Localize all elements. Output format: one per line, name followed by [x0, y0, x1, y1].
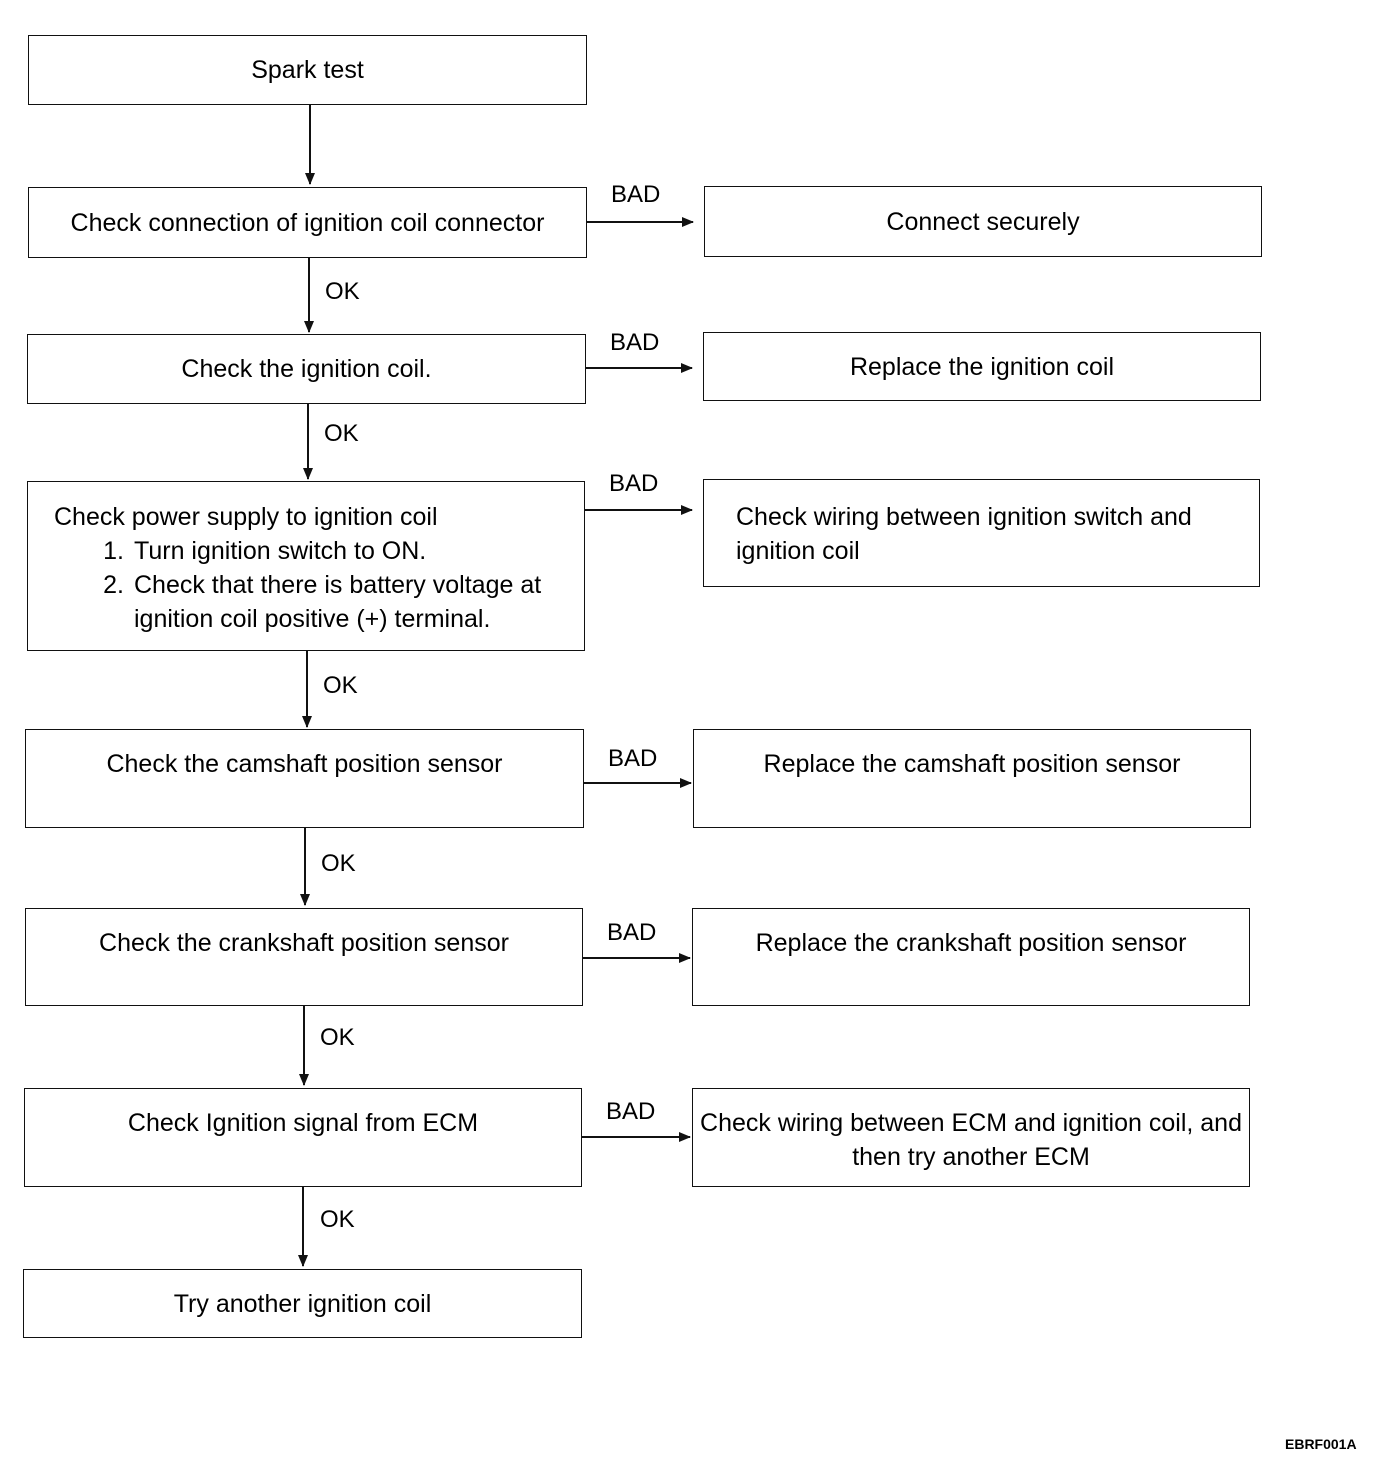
substep-2-number: 2. — [103, 571, 124, 599]
check-ignition-signal-box: Check Ignition signal from ECM — [24, 1088, 582, 1187]
check-ignition-signal-label: Check Ignition signal from ECM — [127, 1109, 479, 1137]
ok-label-5: OK — [320, 1024, 355, 1051]
ok-label-4: OK — [321, 850, 356, 877]
replace-crankshaft-label: Replace the crankshaft position sensor — [755, 929, 1187, 957]
bad-label-2: BAD — [610, 329, 660, 356]
ok-label-2: OK — [324, 420, 359, 447]
check-wiring-switch-box: Check wiring between ignition switch and… — [703, 479, 1260, 587]
check-connector-label: Check connection of ignition coil connec… — [70, 208, 545, 237]
replace-coil-label: Replace the ignition coil — [849, 352, 1115, 381]
substep-1-number: 1. — [103, 537, 124, 565]
bad-label-5: BAD — [607, 919, 657, 946]
check-crankshaft-box: Check the crankshaft position sensor — [25, 908, 583, 1006]
ok-label-3: OK — [323, 672, 358, 699]
replace-camshaft-box: Replace the camshaft position sensor — [693, 729, 1251, 828]
start-box: Spark test — [28, 35, 587, 105]
check-coil-label: Check the ignition coil. — [181, 355, 432, 383]
ok-label-1: OK — [325, 278, 360, 305]
check-connector-box: Check connection of ignition coil connec… — [28, 187, 587, 258]
start-label: Spark test — [251, 56, 364, 84]
replace-camshaft-label: Replace the camshaft position sensor — [763, 750, 1181, 778]
bad-label-3: BAD — [609, 470, 659, 497]
check-coil-box: Check the ignition coil. — [27, 334, 586, 404]
try-another-coil-box: Try another ignition coil — [23, 1269, 582, 1338]
substep-1: 1. Turn ignition switch to ON. — [86, 534, 584, 568]
check-wiring-ecm-label: Check wiring between ECM and ignition co… — [700, 1109, 1242, 1171]
check-crankshaft-label: Check the crankshaft position sensor — [99, 929, 509, 957]
try-another-coil-label: Try another ignition coil — [173, 1289, 432, 1318]
check-camshaft-box: Check the camshaft position sensor — [25, 729, 584, 828]
bad-label-6: BAD — [606, 1098, 656, 1125]
ok-label-6: OK — [320, 1206, 355, 1233]
check-power-supply-label: Check power supply to ignition coil — [54, 503, 438, 531]
bad-label-4: BAD — [608, 745, 658, 772]
check-camshaft-label: Check the camshaft position sensor — [106, 750, 503, 778]
substep-1-text: Turn ignition switch to ON. — [134, 537, 427, 565]
bad-label-1: BAD — [611, 181, 661, 208]
check-power-supply-box: Check power supply to ignition coil 1. T… — [27, 481, 585, 651]
substep-2: 2. Check that there is battery voltage a… — [86, 568, 584, 636]
replace-crankshaft-box: Replace the crankshaft position sensor — [692, 908, 1250, 1006]
check-wiring-ecm-box: Check wiring between ECM and ignition co… — [692, 1088, 1250, 1187]
replace-coil-box: Replace the ignition coil — [703, 332, 1261, 401]
substep-2-text: Check that there is battery voltage at i… — [134, 571, 542, 633]
figure-code: EBRF001A — [1285, 1436, 1357, 1452]
connect-securely-label: Connect securely — [886, 207, 1080, 236]
connect-securely-box: Connect securely — [704, 186, 1262, 257]
check-wiring-switch-label: Check wiring between ignition switch and… — [736, 503, 1192, 565]
